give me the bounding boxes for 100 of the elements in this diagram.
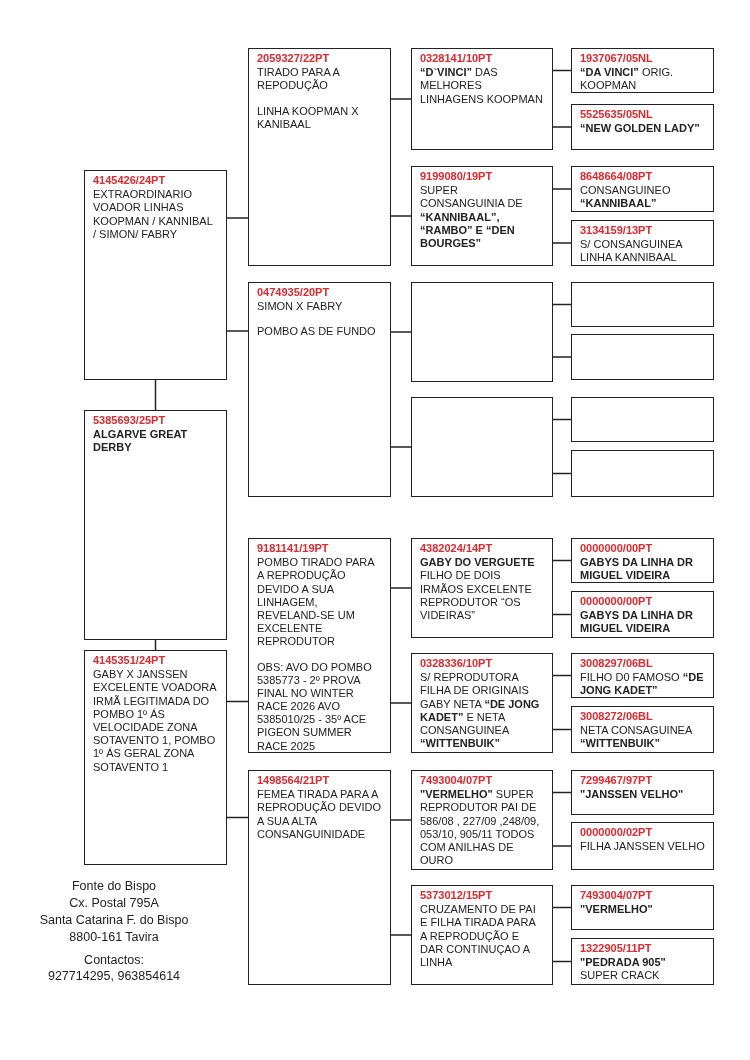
ring-number: 3008297/06BL xyxy=(580,657,654,671)
address-line: 8800-161 Tavira xyxy=(68,928,160,946)
connector-line xyxy=(552,126,572,128)
address-line: Cx. Postal 795A xyxy=(68,894,160,912)
pedigree-box xyxy=(411,166,553,266)
connector-line xyxy=(390,331,412,333)
connector-line xyxy=(226,330,249,332)
pigeon-description: S/ REPRODUTORA FILHA DE ORIGINAIS GABY NETA “DE JONG KADET” E NETA CONSANGUINEA “WITTENBUIK” xyxy=(420,671,541,751)
pedigree-box xyxy=(411,653,553,753)
ring-number: 1498564/21PT xyxy=(257,774,331,788)
pedigree-box xyxy=(84,170,227,380)
pigeon-description: "VERMELHO" xyxy=(580,903,654,917)
ring-number: 0000000/00PT xyxy=(580,595,654,609)
empty-pedigree-box xyxy=(571,450,714,497)
empty-pedigree-box xyxy=(571,282,714,327)
pedigree-box xyxy=(411,770,553,870)
connector-line xyxy=(226,816,249,819)
pigeon-description: “DA VINCI” ORIG. KOOPMAN xyxy=(580,66,675,93)
ring-number: 7493004/07PT xyxy=(420,774,494,788)
pedigree-box xyxy=(571,538,714,583)
pigeon-description: FILHA JANSSEN VELHO xyxy=(580,840,705,854)
connector-line xyxy=(154,379,157,411)
empty-pedigree-box xyxy=(571,334,714,380)
empty-pedigree-box xyxy=(411,282,553,382)
ring-number: 5373012/15PT xyxy=(420,889,494,903)
empty-pedigree-box xyxy=(411,397,553,497)
ring-number: 9199080/19PT xyxy=(420,170,494,184)
ring-number: 0328336/10PT xyxy=(420,657,494,671)
pedigree-box xyxy=(248,282,391,497)
ring-number: 9181141/19PT xyxy=(257,542,330,556)
pigeon-description: "JANSSEN VELHO" xyxy=(580,788,685,802)
contact-line: Contactos: xyxy=(83,951,145,969)
pigeon-description: GABYS DA LINHA DR MIGUEL VIDEIRA xyxy=(580,609,694,636)
pigeon-description: “D`VINCI” DAS MELHORES LINHAGENS KOOPMAN xyxy=(420,66,544,106)
pedigree-box xyxy=(571,653,714,698)
connector-line xyxy=(552,356,572,358)
ring-number: 1937067/05NL xyxy=(580,52,654,66)
ring-number: 0328141/10PT xyxy=(420,52,494,66)
connector-line xyxy=(552,242,572,244)
connector-line xyxy=(390,446,412,448)
pedigree-box xyxy=(571,220,714,266)
connector-line xyxy=(390,934,412,936)
pigeon-description: LINHA KOOPMAN X KANIBAAL xyxy=(257,104,360,131)
ring-number: 7299467/97PT xyxy=(580,774,654,788)
pedigree-box xyxy=(248,48,391,266)
contact-line: 927714295, 963854614 xyxy=(46,968,182,986)
ring-number: 0000000/00PT xyxy=(580,542,654,556)
ring-number: 3134159/13PT xyxy=(580,224,654,238)
pedigree-box xyxy=(571,706,714,753)
ring-number: 7493004/07PT xyxy=(580,889,654,903)
ring-number: 8648664/08PT xyxy=(580,170,654,184)
pedigree-box xyxy=(411,538,553,638)
pigeon-description: TIRADO PARA A REPODUÇÃO xyxy=(257,66,341,93)
pedigree-box xyxy=(571,591,714,638)
pigeon-description: NETA CONSAGUINEA “WITTENBUIK” xyxy=(580,724,693,751)
pedigree-box xyxy=(571,48,714,93)
connector-line xyxy=(390,98,412,100)
pedigree-box xyxy=(571,885,714,930)
pigeon-description: SUPER CONSANGUINIA DE “KANNIBAAL”, “RAMBO” E “DEN BOURGES” xyxy=(420,184,524,251)
pigeon-description: FEMEA TIRADA PARA A REPRODUÇÃO DEVIDO A SUA ALTA CONSANGUINIDADE xyxy=(257,788,382,841)
ring-number: 2059327/22PT xyxy=(257,52,331,66)
pigeon-description: S/ CONSANGUINEA LINHA KANNIBAAL xyxy=(580,238,684,265)
connector-line xyxy=(226,217,249,219)
connector-line xyxy=(552,188,572,190)
pedigree-box xyxy=(411,48,553,150)
connector-line xyxy=(552,845,572,847)
pigeon-description: EXTRAORDINARIO VOADOR LINHAS KOOPMAN / KANNIBAL / SIMON/ FABRY xyxy=(93,188,214,241)
connector-line xyxy=(390,215,412,217)
pigeon-description: GABY X JANSSEN EXCELENTE VOADORA IRMÃ LEGITIMADA DO POMBO 1º ÁS VELOCIDADE ZONA SOTAVENTO 1, POMBO 1º ÁS GERAL ZONA SOTAVENTO 1 xyxy=(93,668,218,774)
pigeon-description: OBS: AVO DO POMBO 5385773 - 2º PROVA FINAL NO WINTER RACE 2026 AVO 5385010/25 - 35º ACE PIGEON SUMMER RACE 2025 xyxy=(257,660,373,753)
ring-number: 5385693/25PT xyxy=(93,414,167,428)
ring-number: 4145351/24PT xyxy=(93,654,167,668)
connector-line xyxy=(390,702,412,704)
ring-number: 4382024/14PT xyxy=(420,542,494,556)
pedigree-box xyxy=(571,938,714,985)
ring-number: 0000000/02PT xyxy=(580,826,654,840)
address-line: Fonte do Bispo xyxy=(70,878,158,895)
pigeon-description: “NEW GOLDEN LADY” xyxy=(580,122,701,136)
ring-number: 1322905/11PT xyxy=(580,942,653,956)
pedigree-box xyxy=(571,104,714,150)
pigeon-description: "VERMELHO" SUPER REPRODUTOR PAI DE 586/08 , 227/09 ,248/09, 053/10, 905/11 TODOS COM ANILHAS DE OURO xyxy=(420,788,541,868)
pedigree-box xyxy=(571,166,714,212)
pigeon-description: ALGARVE GREAT DERBY xyxy=(93,428,189,455)
pigeon-description: SIMON X FABRY xyxy=(257,300,344,314)
pigeon-description: POMBO TIRADO PARA A REPRODUÇÃO DEVIDO A SUA LINHAGEM, REVELAND-SE UM EXCELENTE REPRODUTOR xyxy=(257,556,376,649)
ring-number: 4145426/24PT xyxy=(93,174,167,188)
pedigree-box xyxy=(248,770,391,985)
pigeon-description: CONSANGUINEO “KANNIBAAL” xyxy=(580,184,672,211)
connector-line xyxy=(390,587,412,589)
pedigree-box xyxy=(571,822,714,870)
pigeon-description: FILHO D0 FAMOSO “DE JONG KADET” xyxy=(580,671,705,698)
pigeon-description: GABYS DA LINHA DR MIGUEL VIDEIRA xyxy=(580,556,694,583)
pedigree-box xyxy=(84,410,227,640)
pedigree-box xyxy=(84,650,227,865)
pigeon-description: POMBO AS DE FUNDO xyxy=(257,325,377,339)
connector-line xyxy=(226,700,249,703)
pedigree-box xyxy=(248,538,391,753)
pedigree-box xyxy=(411,885,553,985)
address-line: Santa Catarina F. do Bispo xyxy=(38,911,190,929)
pigeon-description: "PEDRADA 905" SUPER CRACK xyxy=(580,956,667,983)
